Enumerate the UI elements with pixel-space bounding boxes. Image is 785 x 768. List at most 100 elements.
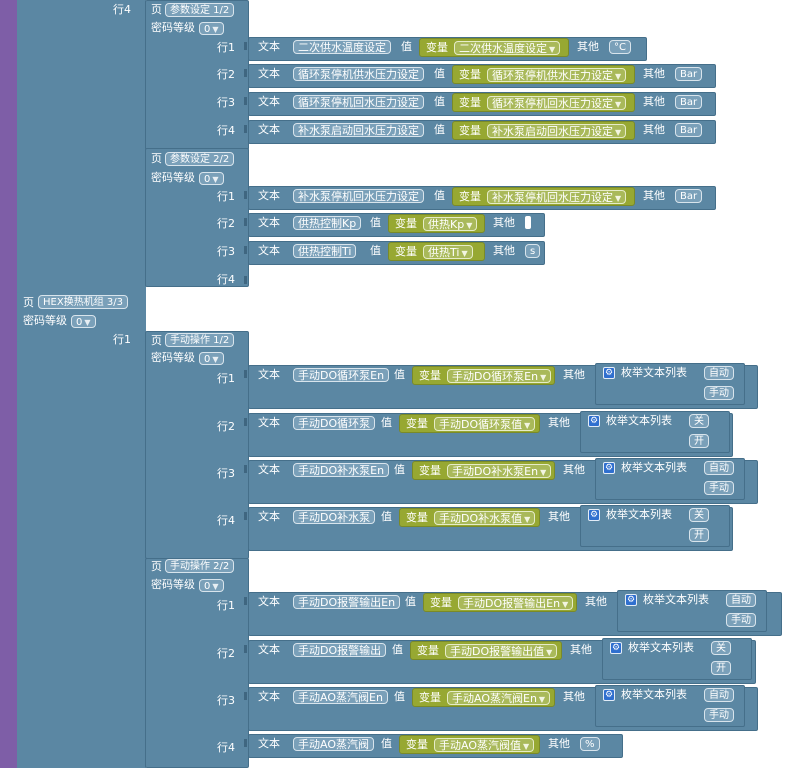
empty-input-slot[interactable]	[525, 216, 531, 229]
enum-item-field[interactable]: 开	[711, 661, 731, 675]
unit-field[interactable]: °C	[609, 40, 631, 54]
enum-item-field[interactable]: 关	[689, 508, 709, 522]
chevron-down-icon: ▼	[546, 648, 553, 657]
other-label: 其他	[548, 737, 570, 750]
row-text-field[interactable]: 手动DO补水泵En	[293, 463, 390, 477]
enum-item-field[interactable]: 开	[689, 434, 709, 448]
variable-dropdown[interactable]: 手动DO补水泵值▼	[434, 511, 536, 525]
variable-dropdown[interactable]: 手动DO循环泵值▼	[434, 417, 536, 431]
variable-dropdown[interactable]: 手动DO报警输出值▼	[445, 644, 558, 658]
variable-block[interactable]: 变量手动DO补水泵值▼	[399, 508, 540, 527]
variable-dropdown[interactable]: 二次供水温度设定▼	[454, 41, 561, 55]
page-title-field[interactable]: 手动操作 2/2	[165, 559, 235, 573]
variable-label: 变量	[459, 124, 481, 137]
enum-item-field[interactable]: 关	[689, 414, 709, 428]
enum-item-field[interactable]: 手动	[704, 386, 734, 400]
text-label: 文本	[258, 216, 280, 229]
page-block-manual1[interactable]	[145, 331, 249, 559]
variable-dropdown[interactable]: 补水泵停机回水压力设定▼	[487, 190, 627, 204]
variable-dropdown[interactable]: 循环泵停机供水压力设定▼	[487, 68, 627, 82]
password-level-dropdown[interactable]: 0▼	[199, 579, 224, 592]
hex-group-block[interactable]	[17, 0, 146, 768]
gear-icon[interactable]: ⚙	[603, 462, 615, 474]
unit-field[interactable]: %	[580, 737, 600, 751]
variable-block[interactable]: 变量手动AO蒸汽阀值▼	[399, 735, 540, 754]
page-block-manual2[interactable]	[145, 558, 249, 768]
unit-field[interactable]: s	[525, 244, 541, 258]
gear-icon[interactable]: ⚙	[603, 367, 615, 379]
enum-list-label: 枚举文本列表	[643, 593, 709, 606]
text-label: 文本	[258, 737, 280, 750]
enum-item-field[interactable]: 开	[689, 528, 709, 542]
page-title-field[interactable]: 手动操作 1/2	[165, 333, 235, 347]
variable-block[interactable]: 变量循环泵停机供水压力设定▼	[452, 65, 635, 84]
chevron-down-icon: ▼	[538, 695, 546, 704]
row-text-field[interactable]: 手动DO循环泵	[293, 416, 376, 430]
variable-block[interactable]: 变量手动DO循环泵En▼	[412, 366, 555, 385]
enum-item-field[interactable]: 手动	[726, 613, 756, 627]
variable-block[interactable]: 变量手动AO蒸汽阀En▼	[412, 688, 555, 707]
page-block-param2[interactable]	[145, 148, 249, 287]
variable-dropdown[interactable]: 供热Kp▼	[423, 217, 478, 231]
password-level-label: 密码等级	[151, 21, 195, 34]
row-text-field[interactable]: 补水泵启动回水压力设定	[293, 123, 424, 137]
enum-item-field[interactable]: 关	[711, 641, 731, 655]
variable-dropdown[interactable]: 手动AO蒸汽阀En▼	[447, 691, 551, 705]
page-title-field[interactable]: 参数设定 2/2	[165, 152, 235, 166]
password-level-dropdown[interactable]: 0▼	[199, 352, 224, 365]
gear-icon[interactable]: ⚙	[588, 509, 600, 521]
password-level-dropdown[interactable]: 0▼	[71, 315, 96, 328]
variable-block[interactable]: 变量补水泵启动回水压力设定▼	[452, 121, 635, 140]
row-text-field[interactable]: 手动AO蒸汽阀En	[293, 690, 388, 704]
enum-item-field[interactable]: 自动	[726, 593, 756, 607]
variable-block[interactable]: 变量二次供水温度设定▼	[419, 38, 569, 57]
password-level-dropdown[interactable]: 0▼	[199, 22, 224, 35]
unit-field[interactable]: Bar	[675, 189, 703, 203]
page-title-field[interactable]: 参数设定 1/2	[165, 3, 235, 17]
gear-icon[interactable]: ⚙	[588, 415, 600, 427]
enum-item-field[interactable]: 自动	[704, 366, 734, 380]
enum-item-field[interactable]: 自动	[704, 461, 734, 475]
page-label: 页	[23, 296, 34, 309]
gear-icon[interactable]: ⚙	[625, 594, 637, 606]
row-text-field[interactable]: 循环泵停机供水压力设定	[293, 67, 424, 81]
variable-dropdown[interactable]: 手动AO蒸汽阀值▼	[434, 738, 535, 752]
variable-block[interactable]: 变量循环泵停机回水压力设定▼	[452, 93, 635, 112]
variable-dropdown[interactable]: 手动DO报警输出En▼	[458, 596, 574, 610]
variable-dropdown[interactable]: 手动DO循环泵En▼	[447, 369, 552, 383]
row-text-field[interactable]: 供热控制Ti	[293, 244, 357, 258]
variable-block[interactable]: 变量供热Ti▼	[388, 242, 485, 261]
unit-field[interactable]: Bar	[675, 67, 703, 81]
enum-item-field[interactable]: 自动	[704, 688, 734, 702]
page-block-param1[interactable]	[145, 0, 249, 150]
variable-block[interactable]: 变量手动DO循环泵值▼	[399, 414, 540, 433]
gear-icon[interactable]: ⚙	[603, 689, 615, 701]
variable-block[interactable]: 变量补水泵停机回水压力设定▼	[452, 187, 635, 206]
enum-item-field[interactable]: 手动	[704, 708, 734, 722]
row-text-field[interactable]: 手动DO循环泵En	[293, 368, 390, 382]
row-text-field[interactable]: 手动DO补水泵	[293, 510, 376, 524]
row-text-field[interactable]: 循环泵停机回水压力设定	[293, 95, 424, 109]
variable-dropdown[interactable]: 循环泵停机回水压力设定▼	[487, 96, 627, 110]
row-text-field[interactable]: 手动AO蒸汽阀	[293, 737, 374, 751]
variable-dropdown[interactable]: 补水泵启动回水压力设定▼	[487, 124, 627, 138]
variable-block[interactable]: 变量手动DO报警输出En▼	[423, 593, 577, 612]
row-text-field[interactable]: 手动DO报警输出	[293, 643, 387, 657]
row-text-field[interactable]: 二次供水温度设定	[293, 40, 391, 54]
unit-field[interactable]: Bar	[675, 123, 703, 137]
row-text-field[interactable]: 补水泵停机回水压力设定	[293, 189, 424, 203]
variable-dropdown[interactable]: 供热Ti▼	[423, 245, 473, 259]
variable-dropdown[interactable]: 手动DO补水泵En▼	[447, 464, 552, 478]
password-level-dropdown[interactable]: 0▼	[199, 172, 224, 185]
variable-block[interactable]: 变量手动DO补水泵En▼	[412, 461, 555, 480]
enum-item-field[interactable]: 手动	[704, 481, 734, 495]
row-label-outer: 行4	[113, 3, 131, 16]
variable-block[interactable]: 变量供热Kp▼	[388, 214, 485, 233]
hex-page-title-field[interactable]: HEX换热机组 3/3	[38, 295, 128, 309]
row-text-field[interactable]: 手动DO报警输出En	[293, 595, 401, 609]
text-label: 文本	[258, 463, 280, 476]
row-text-field[interactable]: 供热控制Kp	[293, 216, 362, 230]
gear-icon[interactable]: ⚙	[610, 642, 622, 654]
unit-field[interactable]: Bar	[675, 95, 703, 109]
variable-block[interactable]: 变量手动DO报警输出值▼	[410, 641, 562, 660]
